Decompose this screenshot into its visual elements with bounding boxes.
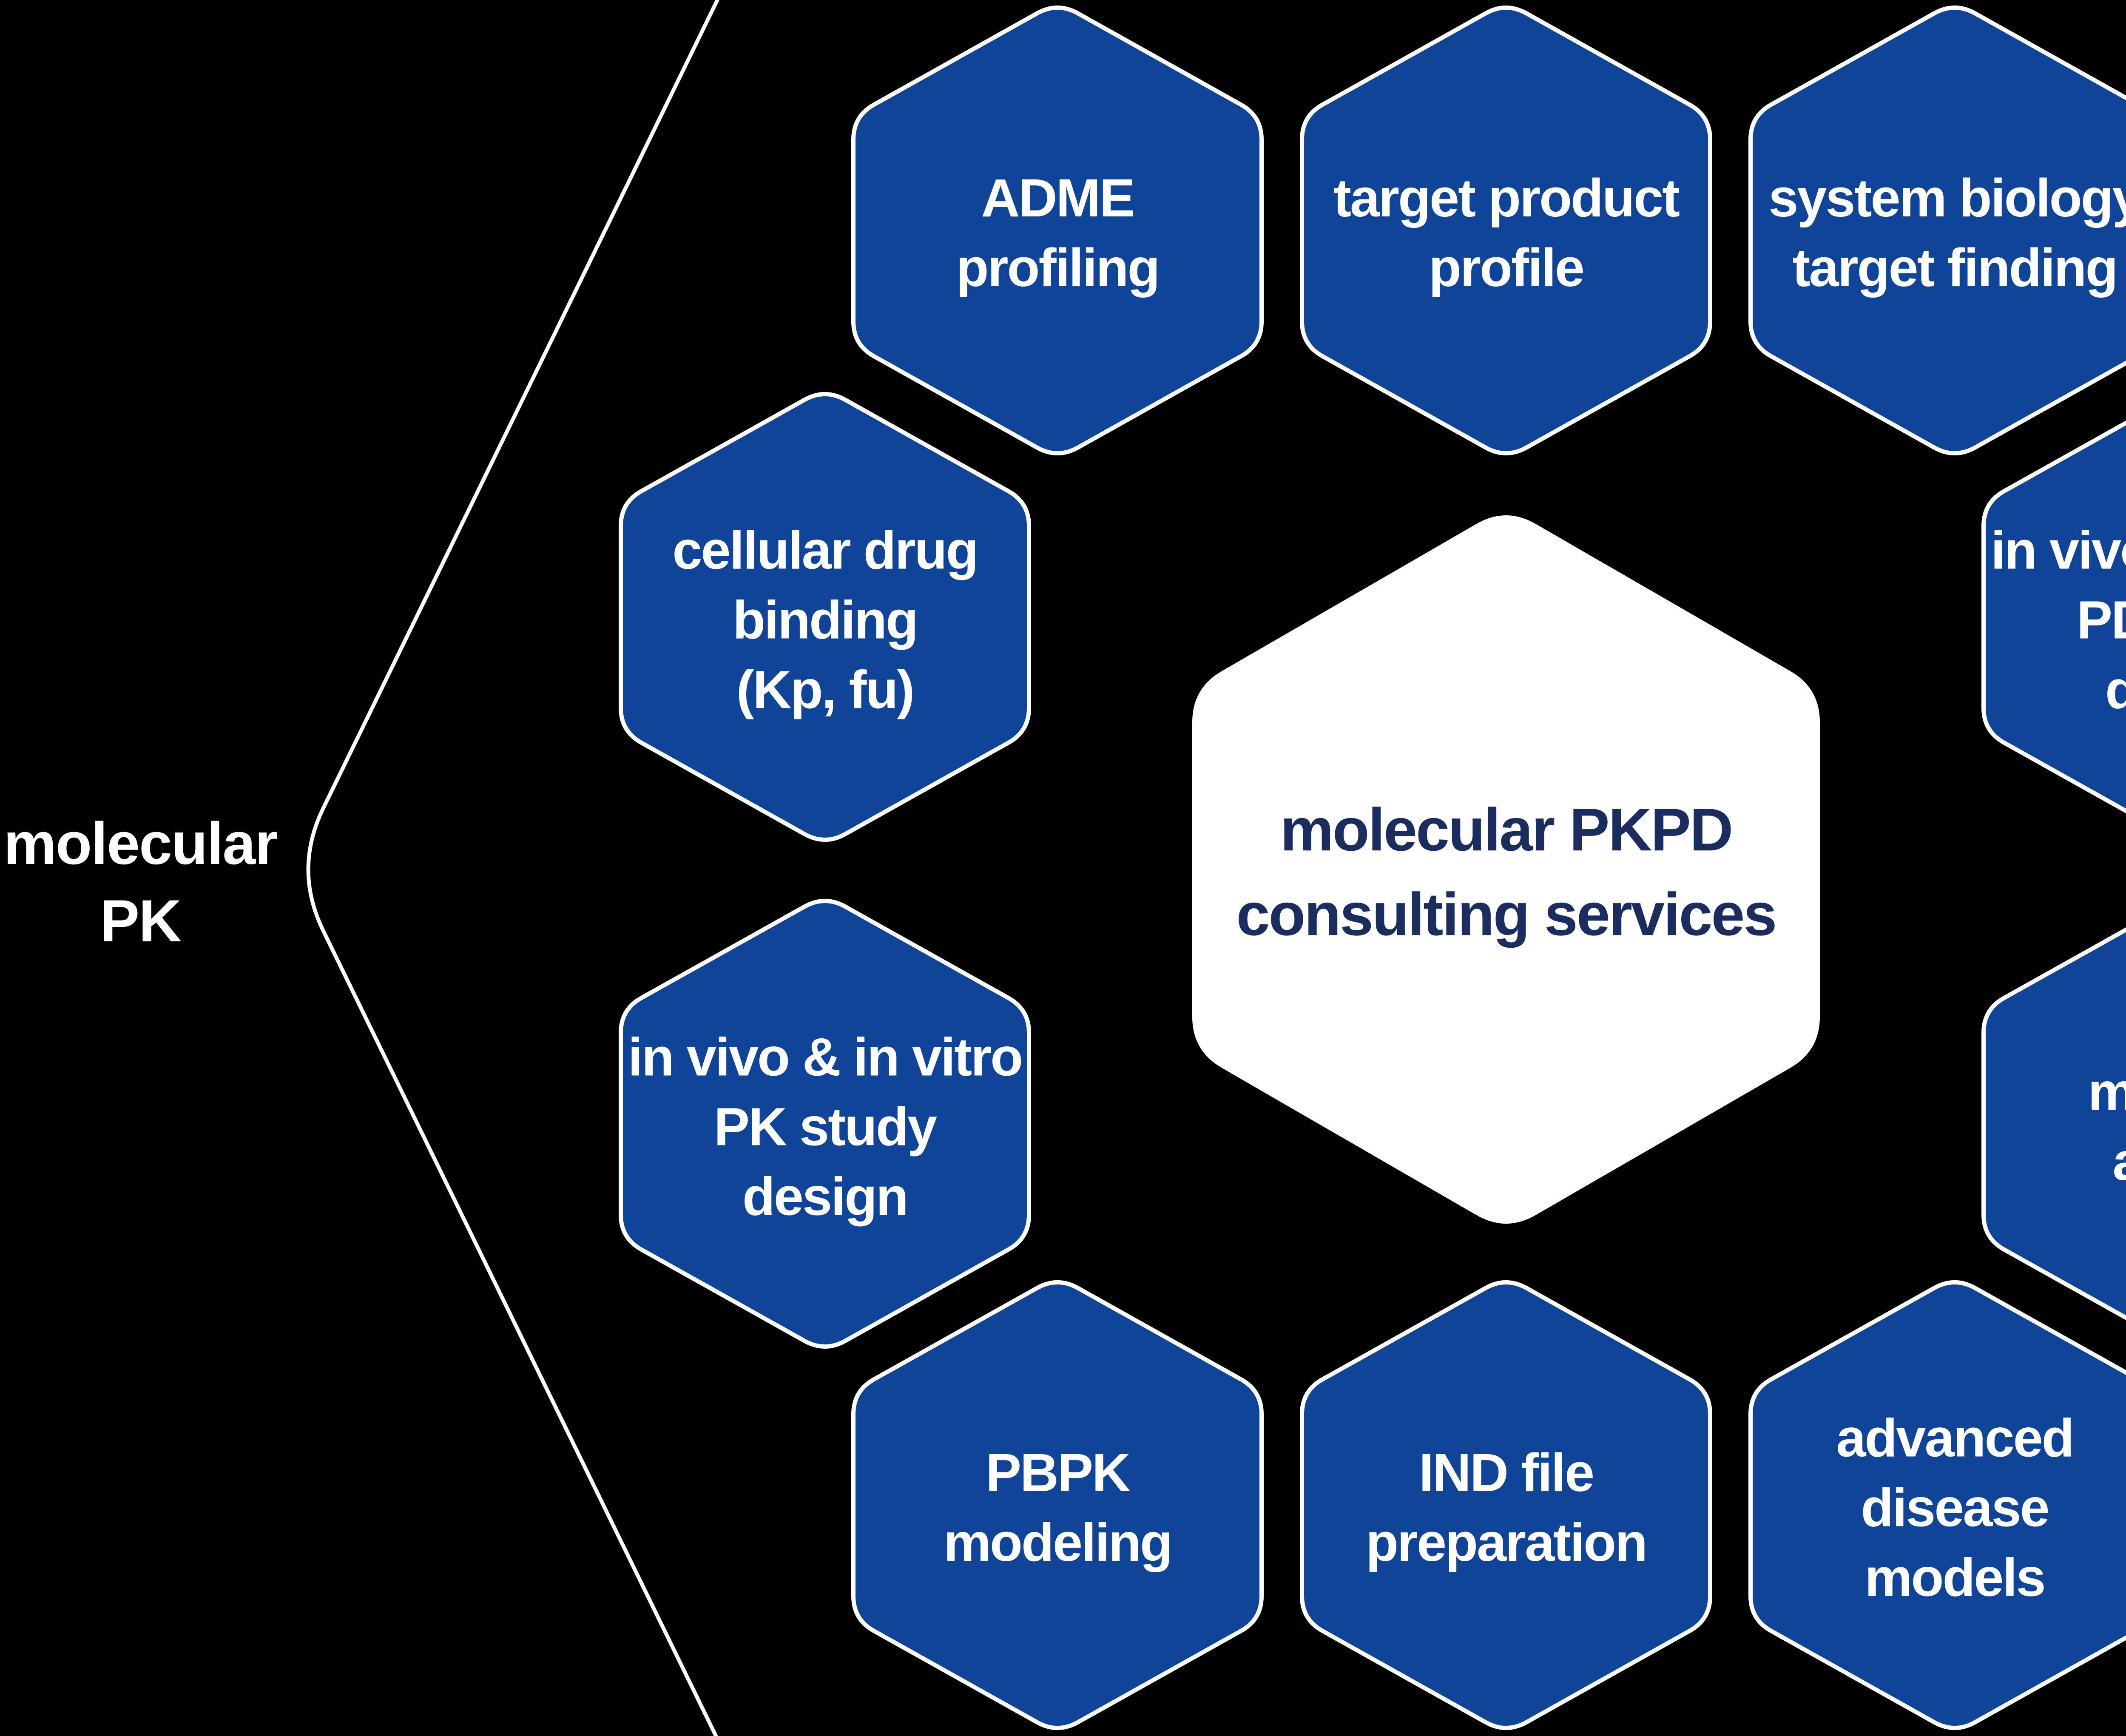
hexagon-pbpk-modeling	[851, 1280, 1264, 1730]
hexagon-mode-of-action	[1981, 927, 2126, 1321]
hexagon-in-vivo-in-vitro-pk-study-design	[619, 899, 1031, 1349]
hexagon-adme-profiling	[851, 6, 1264, 455]
hexagon-target-product-profile	[1300, 6, 1712, 455]
hexagon-ind-file-preparation	[1300, 1280, 1712, 1730]
hexagon-system-biology-target-finding	[1748, 6, 2126, 455]
center-hexagon	[1192, 515, 1820, 1224]
hexagon-advanced-disease-models	[1748, 1280, 2126, 1730]
hexagon-in-vivo-in-vitro-pd-study-design	[1981, 420, 2126, 814]
hexagon-cellular-drug-binding	[619, 392, 1031, 842]
